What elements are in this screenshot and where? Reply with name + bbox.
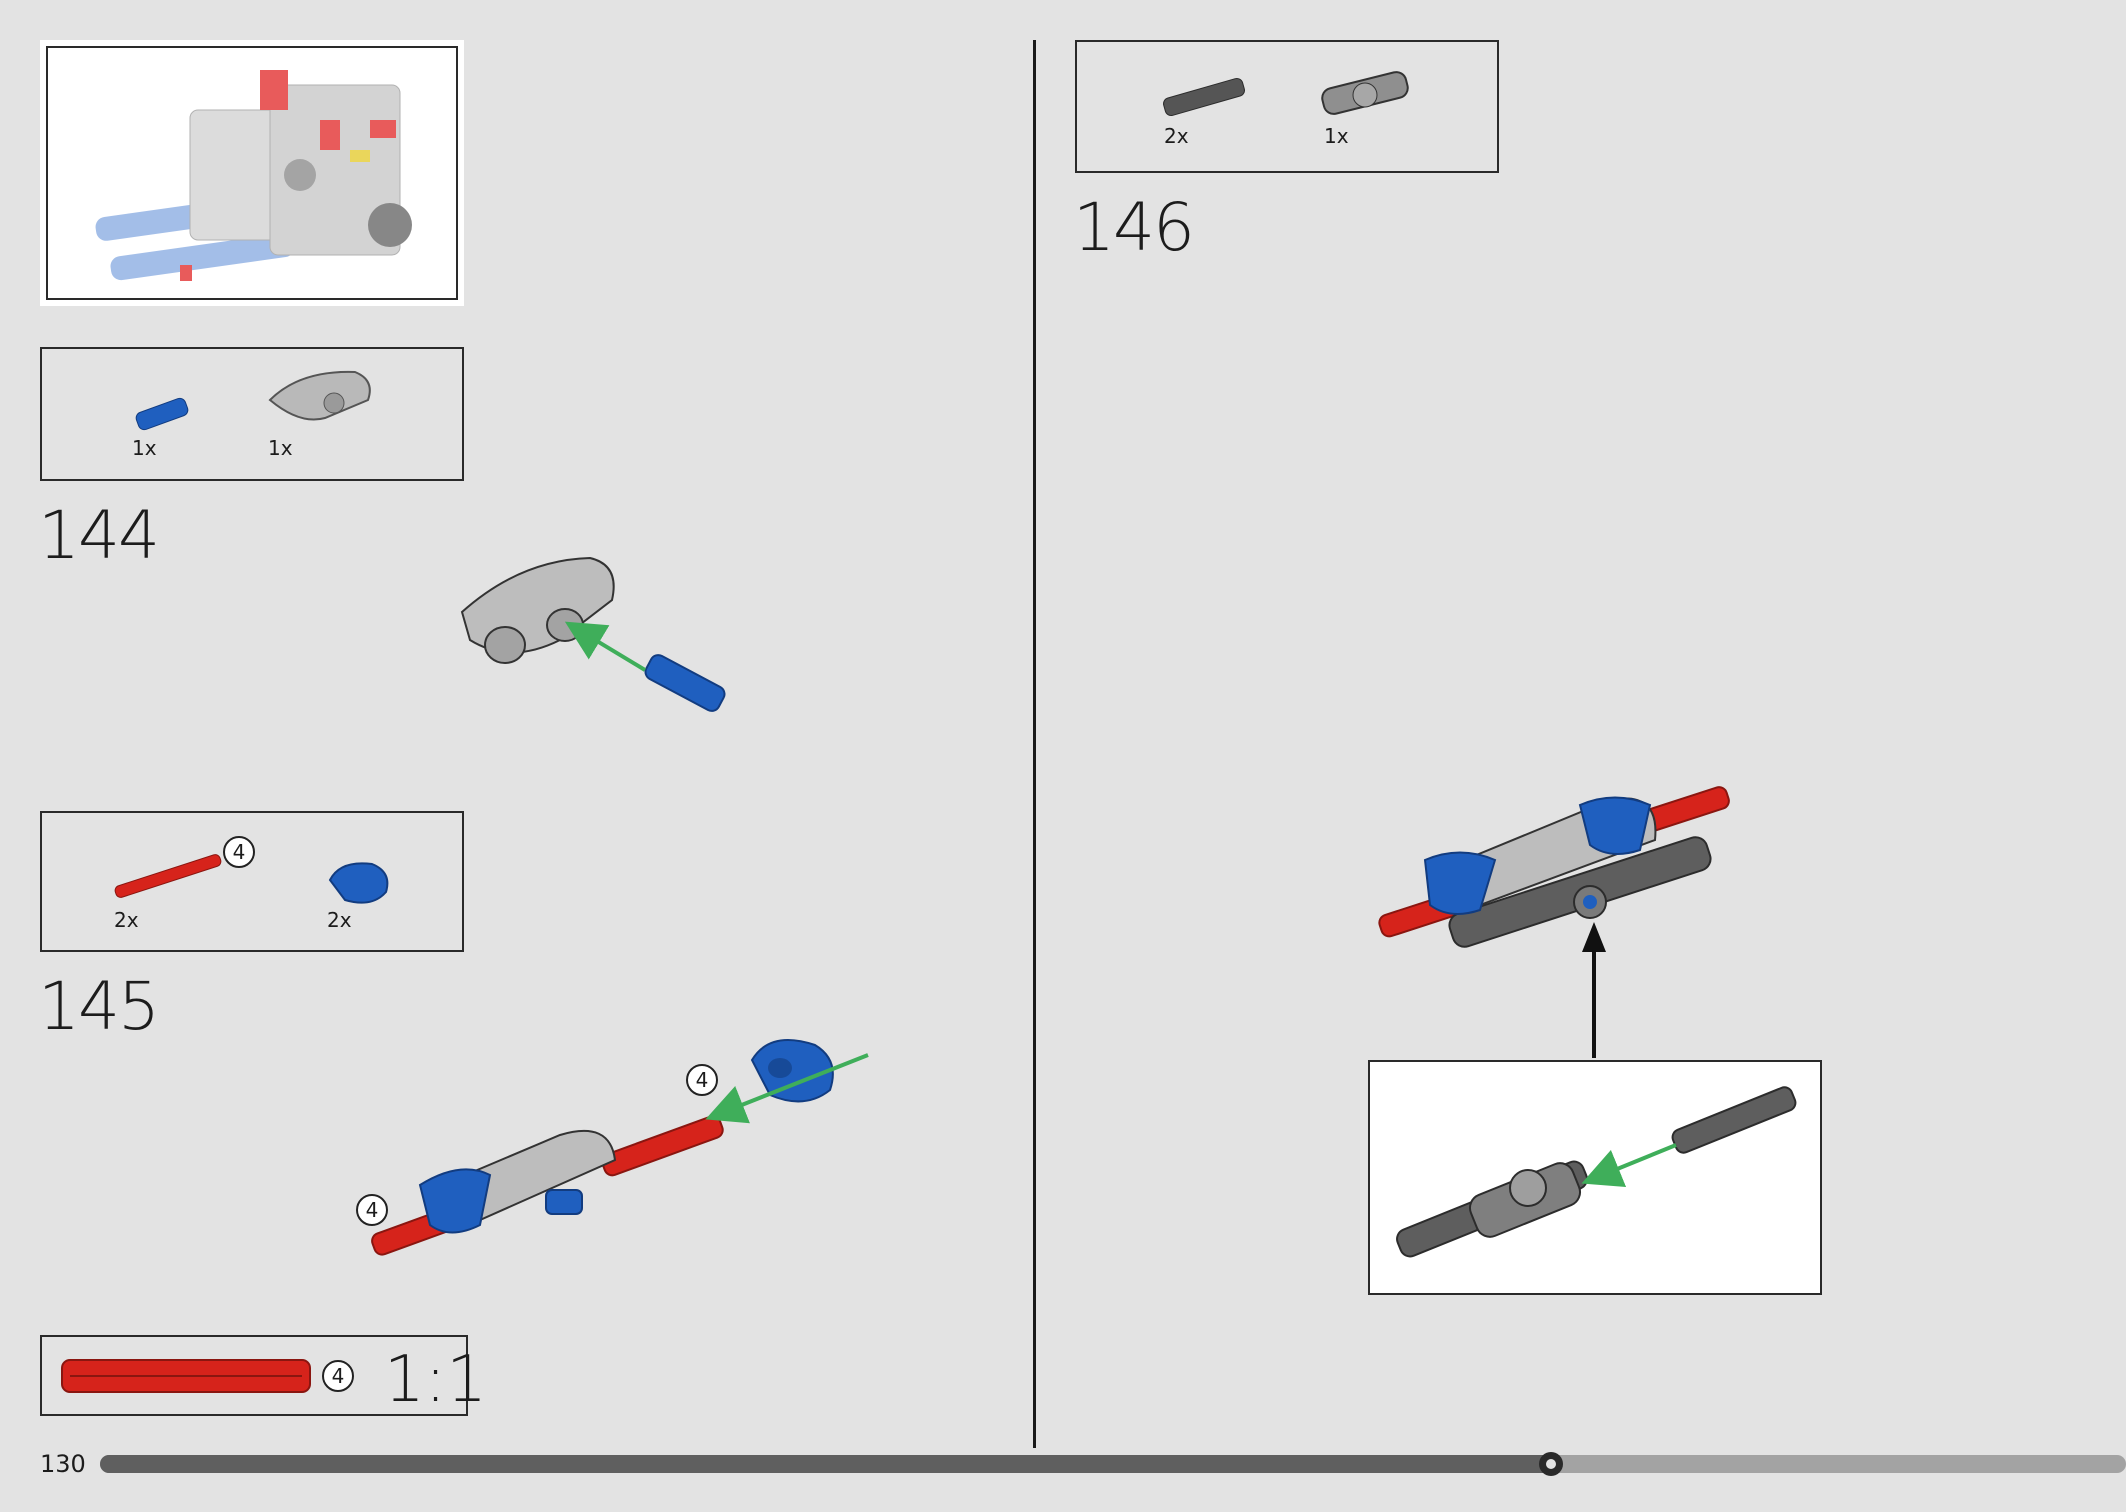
- callout-axle-length-left: 4: [356, 1194, 388, 1226]
- step-146-up-arrowhead: [1582, 922, 1606, 952]
- overview-model-frame: [40, 40, 464, 306]
- callout-axle-length-right: 4: [686, 1064, 718, 1096]
- page-divider: [1033, 40, 1036, 1448]
- step-146-assembly: [1378, 786, 1730, 948]
- parts-box-146: [1075, 40, 1499, 173]
- step-144-cover: [460, 556, 615, 664]
- part-qty-dark-pin: 2x: [1164, 124, 1189, 148]
- step-number-144: 144: [38, 497, 160, 574]
- part-qty-red-axle: 2x: [114, 908, 139, 932]
- part-qty-blue-link: 2x: [327, 908, 352, 932]
- part-qty-blue-pin: 1x: [132, 436, 157, 460]
- part-qty-gray-cover: 1x: [268, 436, 293, 460]
- scale-axle-length: 4: [322, 1360, 354, 1392]
- step-144-arrow: [564, 621, 647, 672]
- axle-length-badge: 4: [223, 836, 255, 868]
- step-145-assembly: [371, 1039, 834, 1256]
- parts-box-144: [40, 347, 464, 481]
- step-number-146: 146: [1073, 189, 1195, 266]
- parts-box-145: [40, 811, 464, 952]
- progress-fill: [100, 1455, 1551, 1473]
- sub-assembly-box: [1368, 1060, 1822, 1295]
- overview-model-border: [46, 46, 458, 300]
- page-number: 130: [40, 1450, 86, 1478]
- part-qty-gray-connector: 1x: [1324, 124, 1349, 148]
- step-number-145: 145: [38, 968, 160, 1045]
- scale-box: [40, 1335, 468, 1416]
- step-144-blue-pin: [644, 654, 726, 712]
- scale-ratio: 1:1: [384, 1343, 487, 1417]
- step-145-arrow: [705, 1053, 869, 1124]
